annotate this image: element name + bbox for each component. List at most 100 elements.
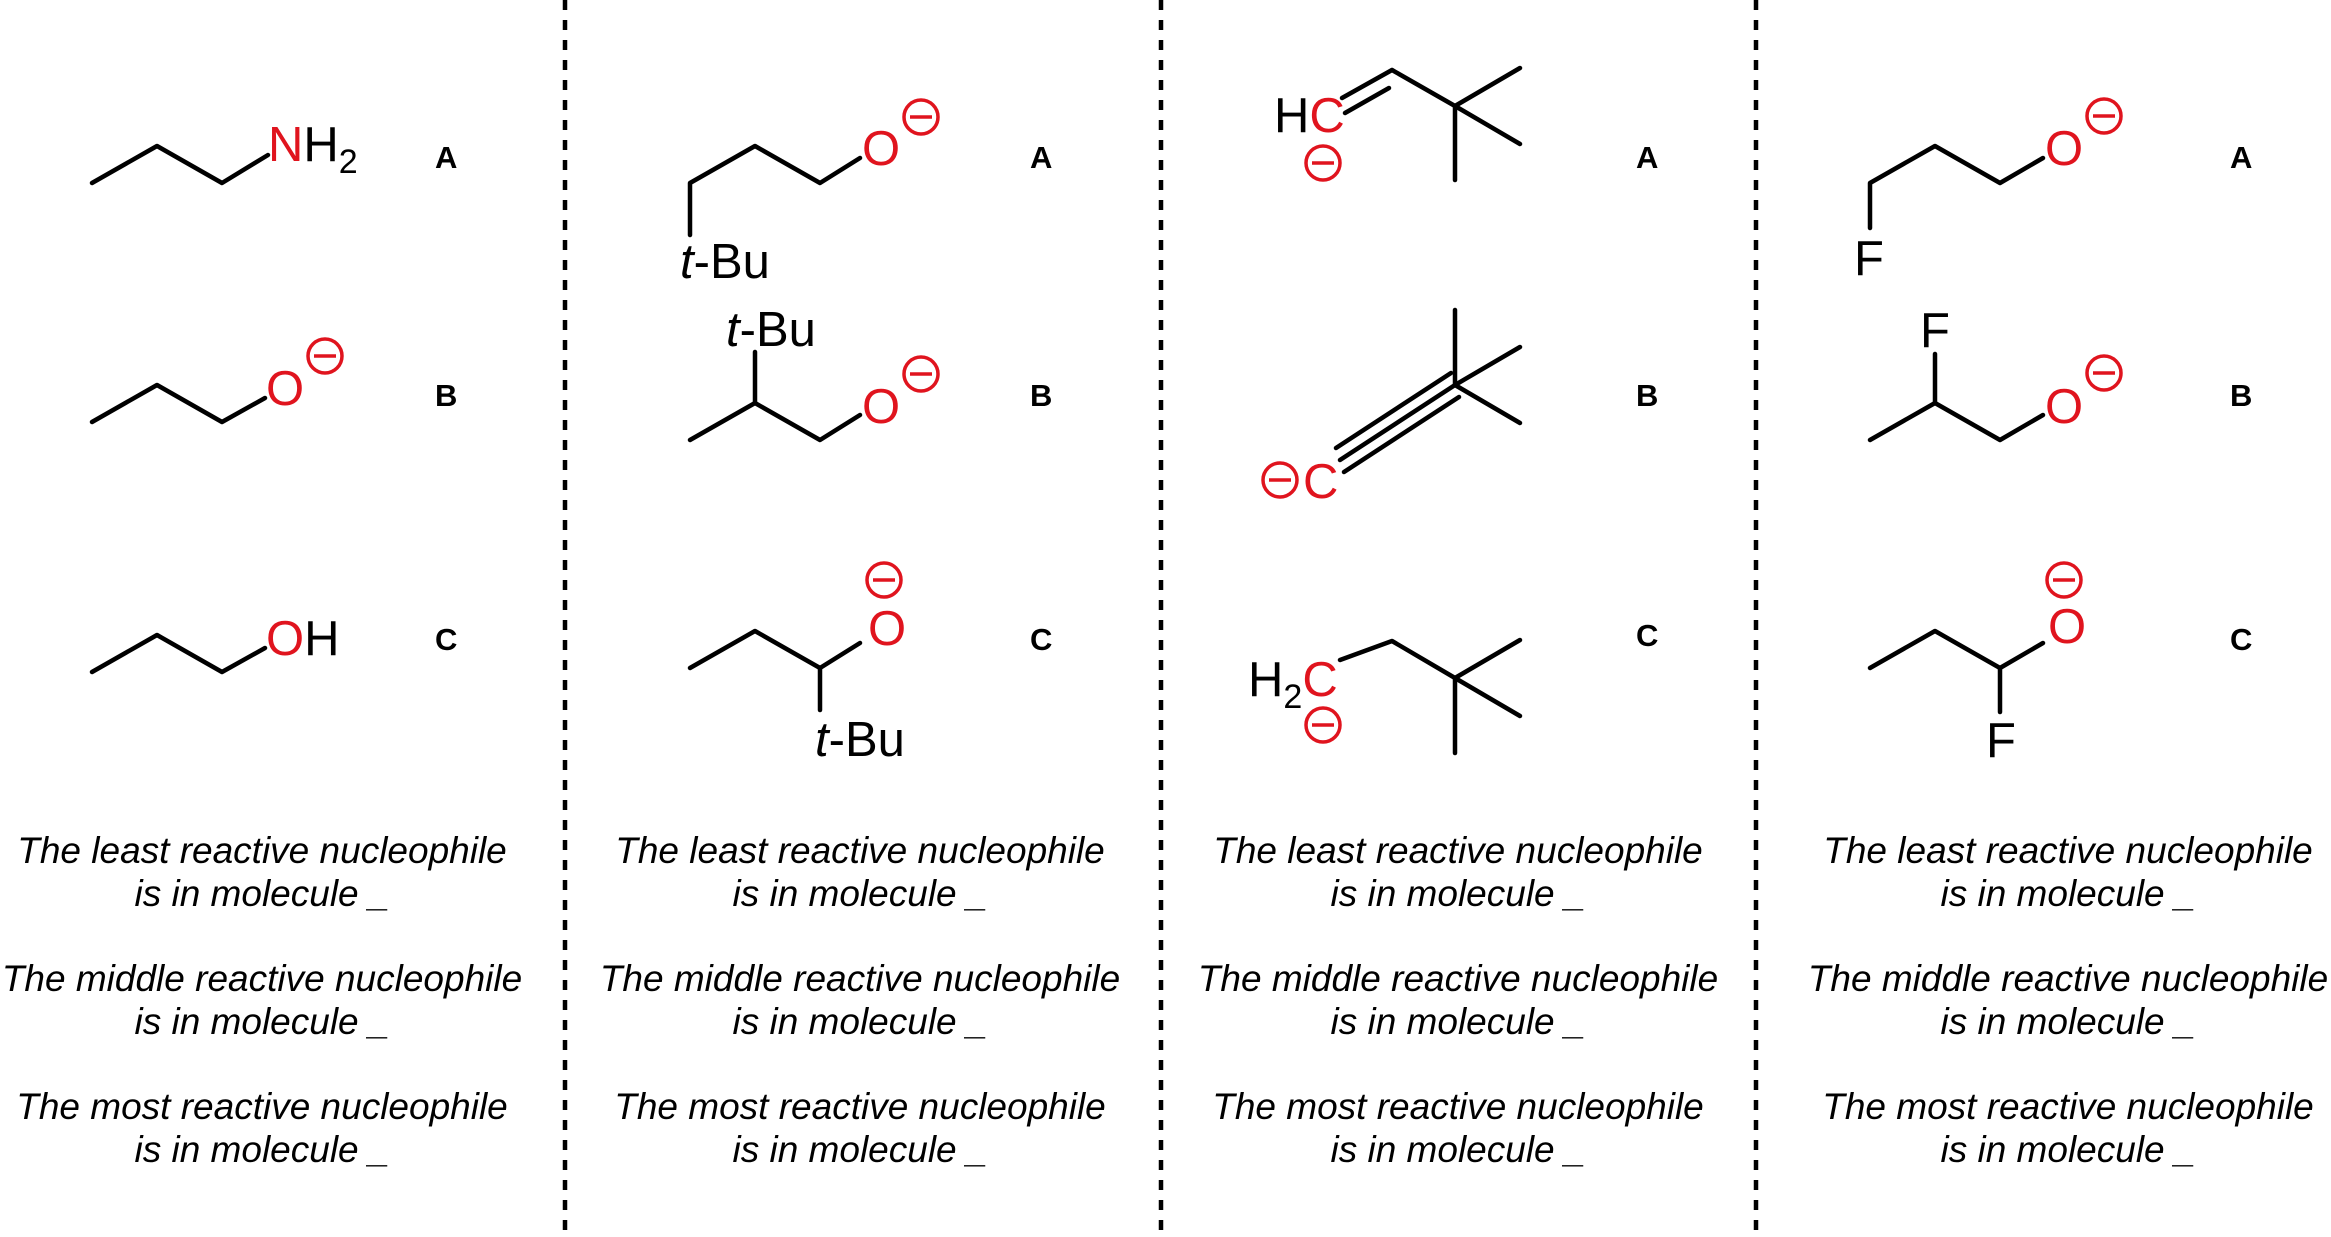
oxygen-atom: O	[862, 380, 900, 434]
molecule-letter: C	[1030, 622, 1052, 657]
oxygen-atom: O	[2045, 380, 2083, 434]
atom-label: OH	[266, 612, 340, 666]
tert-butyl-group: t-Bu	[680, 235, 770, 289]
molecule-4a: O F A	[1854, 97, 2252, 286]
methyl-bond	[1452, 637, 1523, 681]
molecule-4b: F O B	[1867, 304, 2252, 443]
negative-charge-icon	[1304, 706, 1342, 744]
carbon-chain	[687, 400, 863, 443]
question-most: The most reactive nucleophile	[16, 1086, 508, 1127]
molecule-4c: O F C	[1867, 561, 2252, 768]
negative-charge-icon	[902, 355, 940, 393]
oxygen-atom: O	[2048, 600, 2086, 654]
panel-1: NH2 A O B OH C The least reactive nucleo…	[2, 118, 522, 1170]
fluorine-atom: F	[1920, 304, 1950, 358]
molecule-letter: C	[1636, 618, 1658, 653]
panel-3: HC A C B H2C C	[1198, 65, 1718, 1170]
double-bond	[1342, 85, 1392, 116]
methyl-bond	[1452, 344, 1523, 388]
negative-charge-icon	[2085, 354, 2123, 392]
answer-blank: is in molecule _	[732, 1129, 987, 1170]
molecule-3c: H2C C	[1248, 618, 1658, 756]
questions: The least reactive nucleophile is in mol…	[1198, 830, 1718, 1170]
negative-charge-icon	[1304, 144, 1342, 182]
question-most: The most reactive nucleophile	[614, 1086, 1106, 1127]
molecule-1a: NH2 A	[89, 118, 457, 186]
questions: The least reactive nucleophile is in mol…	[600, 830, 1120, 1170]
answer-blank: is in molecule _	[134, 873, 389, 914]
question-least: The least reactive nucleophile	[17, 830, 507, 871]
molecule-letter: B	[435, 378, 457, 413]
carbon-chain	[89, 382, 268, 425]
negative-charge-icon	[1261, 461, 1299, 499]
negative-charge-icon	[865, 561, 903, 599]
answer-blank: is in molecule _	[1330, 873, 1585, 914]
questions: The least reactive nucleophile is in mol…	[2, 830, 522, 1170]
methyl-bond	[1452, 382, 1523, 426]
question-least: The least reactive nucleophile	[1823, 830, 2313, 871]
negative-charge-icon	[2045, 561, 2083, 599]
question-most: The most reactive nucleophile	[1822, 1086, 2314, 1127]
methyl-bond	[1452, 675, 1523, 719]
question-middle: The middle reactive nucleophile	[2, 958, 522, 999]
atom-label: H2C	[1248, 653, 1338, 716]
tert-butyl-group: t-Bu	[726, 303, 816, 357]
molecule-letter: B	[1030, 378, 1052, 413]
molecule-2a: O t-Bu A	[680, 98, 1052, 289]
answer-blank: is in molecule _	[1940, 1001, 2195, 1042]
answer-blank: is in molecule _	[134, 1129, 389, 1170]
methyl-bond	[1452, 103, 1523, 147]
negative-charge-icon	[902, 98, 940, 136]
carbon-chain	[687, 628, 863, 671]
answer-blank: is in molecule _	[1330, 1129, 1585, 1170]
question-most: The most reactive nucleophile	[1212, 1086, 1704, 1127]
question-least: The least reactive nucleophile	[1213, 830, 1703, 871]
answer-blank: is in molecule _	[1330, 1001, 1585, 1042]
questions: The least reactive nucleophile is in mol…	[1808, 830, 2328, 1170]
carbon-chain	[1337, 638, 1458, 681]
question-least: The least reactive nucleophile	[615, 830, 1105, 871]
question-middle: The middle reactive nucleophile	[1808, 958, 2328, 999]
molecule-letter: C	[2230, 622, 2252, 657]
carbon-atom: C	[1309, 89, 1344, 143]
carbon-chain	[89, 632, 268, 675]
molecule-3a: HC A	[1274, 65, 1658, 183]
molecule-3b: C B	[1261, 307, 1658, 509]
answer-blank: is in molecule _	[1940, 873, 2195, 914]
double-bond	[1339, 67, 1395, 101]
molecule-letter: A	[2230, 140, 2252, 175]
answer-blank: is in molecule _	[732, 873, 987, 914]
carbon-chain	[1867, 400, 2046, 443]
oxygen-atom: O	[868, 602, 906, 656]
atom-label: HC	[1274, 89, 1345, 143]
panel-4: O F A F O B O F C The least reactive nuc…	[1808, 97, 2328, 1170]
answer-blank: is in molecule _	[732, 1001, 987, 1042]
molecule-letter: B	[2230, 378, 2252, 413]
negative-charge-icon	[2085, 97, 2123, 135]
panel-2: O t-Bu A t-Bu O B O t-Bu C The least rea…	[600, 98, 1120, 1170]
triple-bond	[1341, 394, 1462, 475]
molecule-letter: C	[435, 622, 457, 657]
molecule-letter: A	[1636, 140, 1658, 175]
molecule-2c: O t-Bu C	[687, 561, 1052, 767]
oxygen-atom: O	[862, 122, 900, 176]
oxygen-atom: O	[266, 612, 304, 666]
atom-label: NH2	[268, 118, 358, 181]
answer-blank: is in molecule _	[1940, 1129, 2195, 1170]
carbon-chain	[1389, 65, 1523, 109]
carbon-chain	[1867, 628, 2046, 671]
triple-bond	[1333, 370, 1454, 451]
molecule-1b: O B	[89, 337, 457, 425]
molecule-letter: A	[435, 140, 457, 175]
molecule-letter: B	[1636, 378, 1658, 413]
carbon-atom: C	[1303, 455, 1338, 509]
molecule-letter: A	[1030, 140, 1052, 175]
carbon-chain	[1867, 143, 2046, 231]
fluorine-atom: F	[1854, 232, 1884, 286]
nitrogen-atom: N	[268, 118, 303, 172]
answer-blank: is in molecule _	[134, 1001, 389, 1042]
question-middle: The middle reactive nucleophile	[1198, 958, 1718, 999]
carbon-chain	[687, 143, 863, 238]
